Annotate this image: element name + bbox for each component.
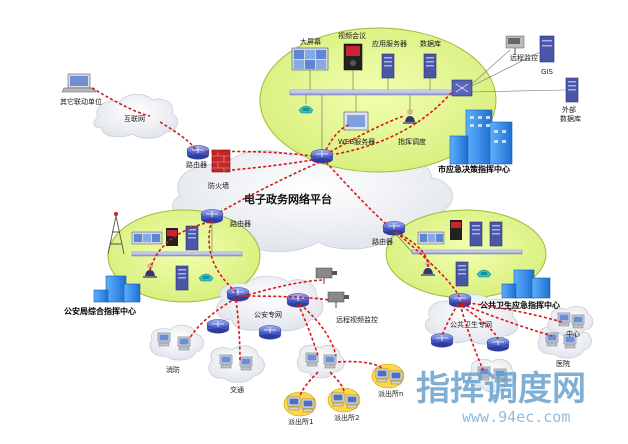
station-2-label: 派出所2 <box>334 413 359 422</box>
city-center-label: 市应急决策指挥中心 <box>438 164 510 174</box>
database-icon <box>423 53 437 79</box>
fire-pc-2-icon <box>177 336 191 351</box>
web-server-icon <box>343 95 369 131</box>
station-hub-cluster <box>296 344 345 379</box>
left-router-label: 路由器 <box>186 160 207 169</box>
police-video-icon <box>166 228 178 246</box>
firewall-label: 防火墙 <box>208 181 229 190</box>
traffic-label: 交通 <box>230 385 244 394</box>
video-conference-label: 视频会议 <box>338 31 366 40</box>
police-net-label: 公安专网 <box>254 310 282 319</box>
remote-monitor-icon <box>505 35 525 55</box>
health-center-label: 公共卫生应急指挥中心 <box>480 300 560 310</box>
health-router-label: 路由器 <box>372 237 393 246</box>
external-db-icon <box>565 77 579 103</box>
health-server-2-icon <box>489 221 503 247</box>
city-building-icon <box>449 109 513 165</box>
switch-links <box>471 49 567 93</box>
police-screen-icon <box>131 231 163 245</box>
gis-label: GIS <box>541 68 553 76</box>
camera-2-icon <box>327 291 349 308</box>
camera-1-icon <box>315 267 337 284</box>
police-net-router-1-icon <box>226 287 250 302</box>
watermark-url: www.94ec.com <box>462 408 570 426</box>
watermark-title: 指挥调度网 <box>416 369 586 409</box>
health-center-node-label: 中心 <box>566 329 580 338</box>
internet-label: 互联网 <box>124 114 145 123</box>
station-1-label: 派出所1 <box>288 417 313 426</box>
gis-icon <box>539 35 555 63</box>
station-2-cluster <box>327 387 361 413</box>
traffic-pc-1-icon <box>219 354 233 369</box>
police-building-icon <box>93 275 141 303</box>
police-lan-bus <box>131 251 243 257</box>
police-center-label: 公安局综合指挥中心 <box>64 306 136 316</box>
station-n-label: 派出所n <box>378 389 403 398</box>
external-db-label-1: 外部 <box>562 105 576 114</box>
hospital-label: 医院 <box>556 359 570 368</box>
police-db-icon <box>175 265 189 291</box>
fire-label: 消防 <box>166 365 180 374</box>
station-n-cluster <box>371 363 405 389</box>
health-server-1-icon <box>469 221 483 247</box>
health-bottom-cluster <box>468 358 517 393</box>
health-net-label: 公共卫生专网 <box>450 320 492 329</box>
data-flow-lines <box>91 87 563 397</box>
remote-video-label: 远程视频监控 <box>336 315 378 324</box>
big-screen-label: 大屏幕 <box>300 37 321 46</box>
app-server-icon <box>381 53 395 79</box>
core-switch-icon <box>451 79 473 97</box>
health-lan-bus <box>411 249 523 255</box>
database-label: 数据库 <box>420 39 441 48</box>
health-center-pc-icon <box>557 312 571 327</box>
antenna-icon <box>107 212 125 255</box>
firewall-icon <box>211 149 231 173</box>
traffic-pc-2-icon <box>239 356 253 371</box>
other-units-label: 其它联动单位 <box>60 97 102 106</box>
app-server-label: 应用服务器 <box>372 39 407 48</box>
external-db-label-2: 数据库 <box>560 114 581 123</box>
health-video-icon <box>450 220 462 240</box>
police-net-router-4-icon <box>258 325 282 340</box>
remote-monitor-label: 远程监控 <box>510 53 538 62</box>
city-lan-bus <box>289 89 459 96</box>
left-router-icon <box>186 145 210 160</box>
health-screen-icon <box>417 231 445 245</box>
egov-platform-label: 电子政务网络平台 <box>244 192 332 206</box>
city-router-icon <box>310 149 334 164</box>
health-net-router-2-icon <box>430 333 454 348</box>
health-building-icon <box>501 269 551 299</box>
laptop-icon <box>61 73 97 93</box>
big-screen-icon <box>291 47 329 90</box>
web-server-label: WEB服务器 <box>338 137 375 146</box>
police-net-router-3-icon <box>206 319 230 334</box>
police-router-label: 路由器 <box>230 219 251 228</box>
internet-cloud <box>93 93 179 139</box>
video-conference-icon <box>343 43 363 90</box>
traffic-cloud <box>208 345 265 383</box>
fire-pc-1-icon <box>157 332 171 347</box>
station-1-cluster <box>283 391 317 417</box>
health-db-icon <box>455 261 469 287</box>
health-center-pc-2-icon <box>571 314 585 329</box>
fire-cloud <box>149 324 204 361</box>
command-dispatch-label: 指挥调度 <box>398 137 426 146</box>
